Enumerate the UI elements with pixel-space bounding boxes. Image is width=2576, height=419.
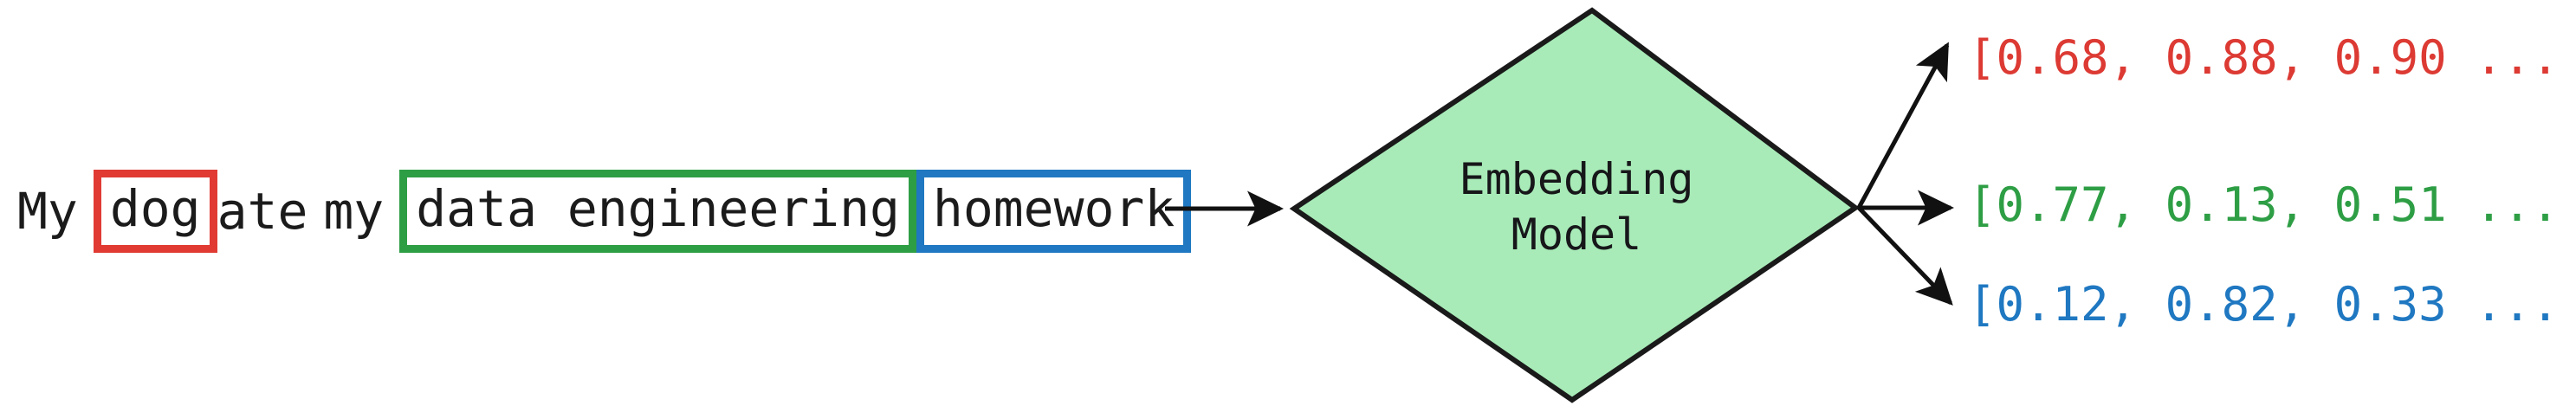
sentence-token-ate: ate — [217, 182, 308, 241]
output-vector-dog: [0.68, 0.88, 0.90 ... ] — [1968, 30, 2576, 85]
highlight-box-homework: homework — [916, 170, 1192, 253]
highlight-box-data-engineering: data engineering — [399, 170, 916, 253]
input-sentence: My dog ate my data engineering homework — [17, 170, 1192, 253]
embedding-model-label: Embedding Model — [1291, 7, 1862, 407]
sentence-token-dog: dog — [109, 179, 201, 238]
embedding-model-label-line1: Embedding — [1459, 154, 1694, 204]
embedding-model-diamond — [1289, 7, 1861, 403]
embedding-model-label-line2: Model — [1511, 210, 1642, 260]
sentence-token-data-engineering: data engineering — [416, 179, 900, 238]
sentence-token-my-1: My — [17, 182, 78, 241]
output-arrow-up — [1856, 42, 1950, 210]
output-vector-data-engineering: [0.77, 0.13, 0.51 ... ] — [1968, 177, 2576, 232]
sentence-token-homework: homework — [932, 179, 1175, 238]
output-arrow-down — [1857, 206, 1953, 306]
sentence-token-my-2: my — [323, 182, 385, 241]
embedding-model-node: Embedding Model — [1291, 7, 1862, 407]
highlight-box-dog: dog — [93, 170, 217, 253]
output-vector-homework: [0.12, 0.82, 0.33 ... ] — [1968, 277, 2576, 332]
